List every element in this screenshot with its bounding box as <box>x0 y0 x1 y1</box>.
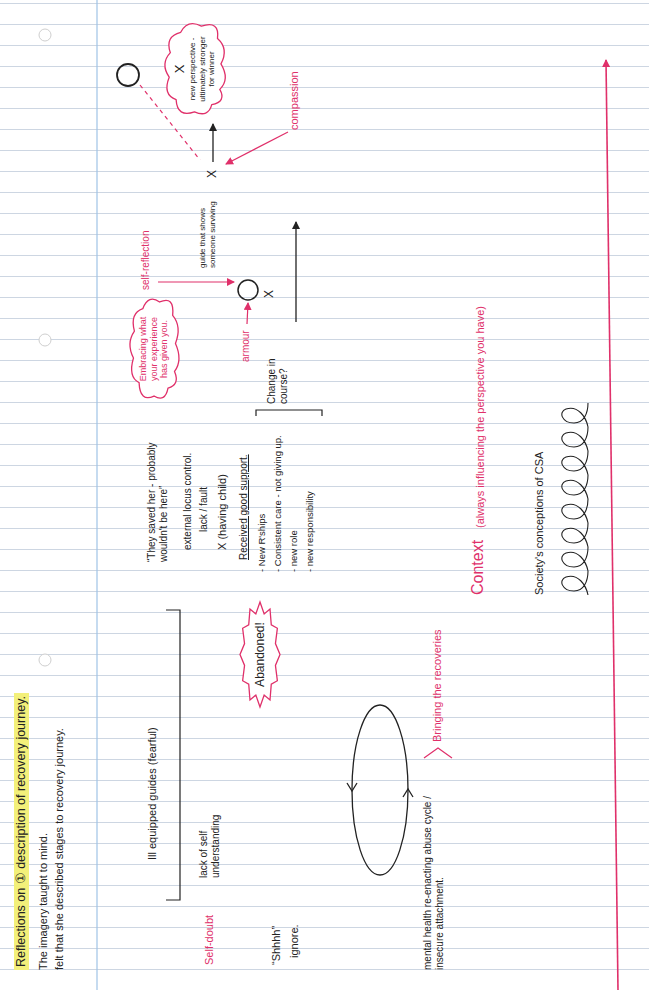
note-text: ignore. <box>288 924 301 958</box>
note-text: Ill equipped guides (fearful) <box>146 727 159 860</box>
pointer-label: armour <box>240 330 252 362</box>
note-text: Society's conceptions of CSA <box>533 452 546 595</box>
section-heading: Context <box>468 540 487 595</box>
note-text: The imagery taught to mind. <box>37 833 50 970</box>
cross-mark: X <box>262 290 276 298</box>
pointer-arrow <box>226 132 288 164</box>
pointer-arrow <box>158 281 234 282</box>
circle-mark <box>117 64 139 86</box>
quote-text: “They saved her - probably wouldn't be h… <box>146 412 170 562</box>
list-item: - New R'ships <box>256 514 267 572</box>
note-text: Bringing the recoveries <box>431 629 444 742</box>
progress-arrow <box>295 222 296 322</box>
list-item: - new responsibility <box>304 491 315 572</box>
quote-text: “Shhhh” <box>270 926 283 965</box>
punch-hole <box>39 334 51 346</box>
node-note: new perspective - ultimately stronger fo… <box>188 34 217 104</box>
note-text: Change in course? <box>266 352 290 404</box>
bracket <box>256 410 322 416</box>
margin-line <box>96 0 97 990</box>
thought-cloud: Embracing what your experience has given… <box>126 293 182 405</box>
note-text: mental health re-enacting abuse cycle / … <box>422 765 446 970</box>
punch-hole <box>39 654 51 666</box>
node-text: Embracing what your experience has given… <box>138 309 170 389</box>
scribble-loops <box>562 403 588 595</box>
pointer-label: compassion <box>288 71 301 130</box>
starburst: Abandoned! <box>240 602 280 707</box>
note-text: Self-doubt <box>203 915 216 965</box>
cycle-loop <box>352 705 408 875</box>
node-text: X <box>172 65 188 74</box>
note-text: external locus control. <box>182 453 194 550</box>
punch-hole <box>39 29 51 41</box>
circle-mark <box>238 280 258 300</box>
progress-arrow <box>212 124 213 162</box>
note-text: lack / fault <box>198 487 210 532</box>
note-text: felt that she described stages to recove… <box>53 728 66 970</box>
note-heading: Received good support. <box>238 454 250 560</box>
bracket <box>166 610 180 900</box>
note-text: X (having child) <box>216 474 229 550</box>
small-note: guide that shows someone surviving <box>198 198 217 268</box>
loop-arrowhead <box>347 783 357 791</box>
node-text: Abandoned! <box>253 622 267 687</box>
pointer-arrow <box>247 303 248 324</box>
cross-mark: X <box>205 170 219 178</box>
list-item: - new role <box>288 530 299 572</box>
page-title: Reflections on ① description of recovery… <box>14 693 29 970</box>
pointer-label: self-reflection <box>140 231 152 290</box>
thought-cloud: Xnew perspective - ultimately stronger f… <box>160 18 229 120</box>
timeline-arrow <box>606 60 618 990</box>
note-text: lack of self understanding <box>198 783 222 878</box>
note-text: (always influencing the perspective you … <box>474 306 487 528</box>
loop-arrowhead <box>403 789 413 797</box>
list-item: - Consistent care - not giving up. <box>272 435 283 572</box>
brace <box>424 748 452 758</box>
